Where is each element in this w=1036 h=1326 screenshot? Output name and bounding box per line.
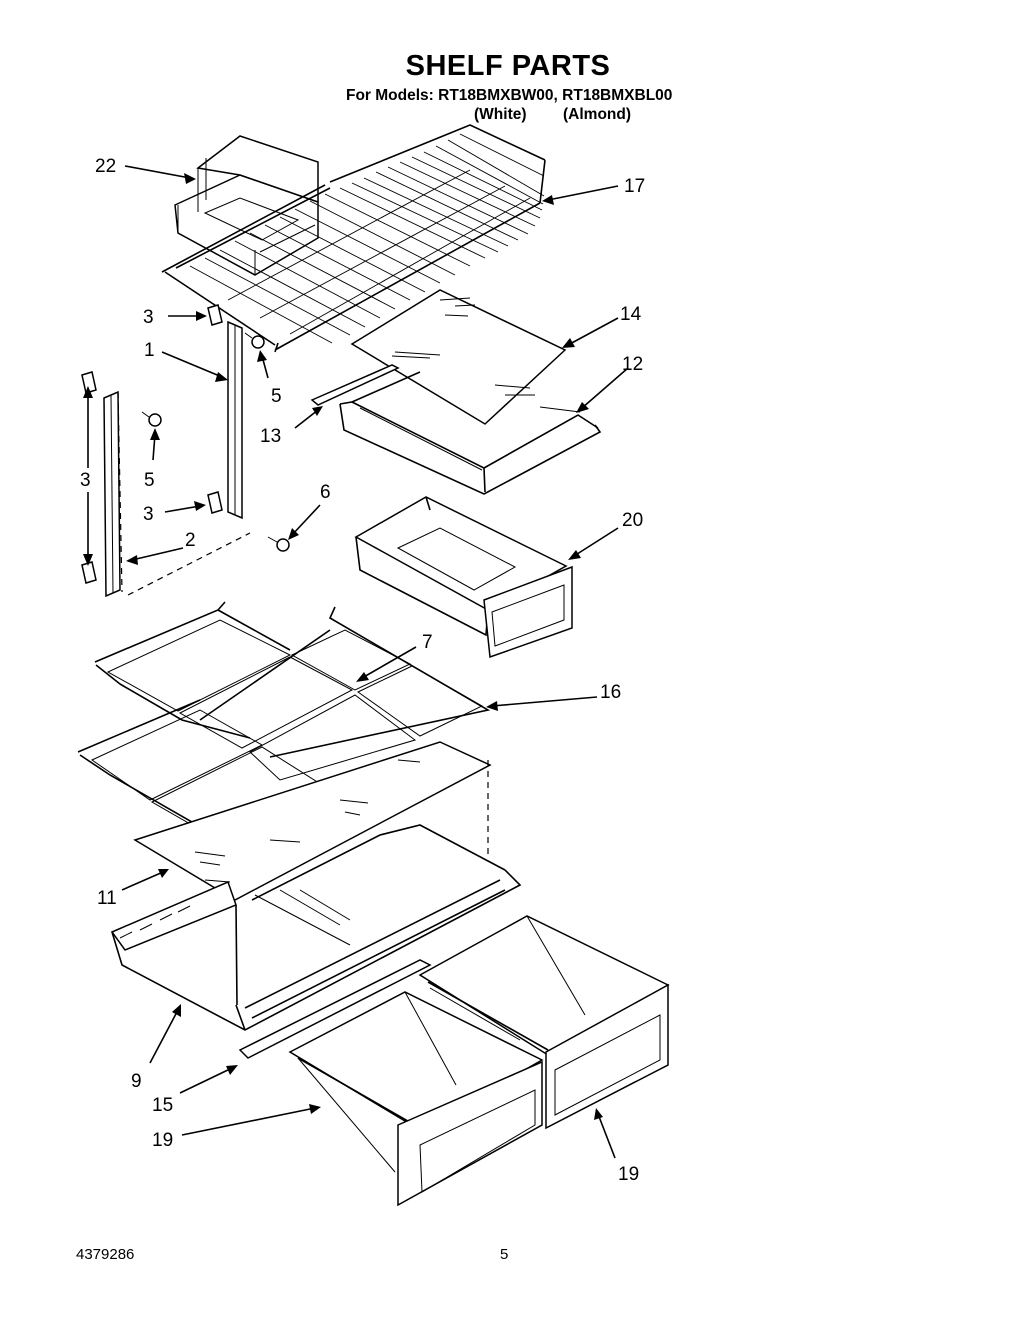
callout-11: 11 <box>97 888 117 909</box>
callout-3-left: 3 <box>80 470 91 491</box>
models-line: For Models: RT18BMXBW00, RT18BMXBL00 <box>346 87 673 104</box>
callout-5-left: 5 <box>144 470 155 491</box>
part-2-shelf-rail-left <box>81 371 123 598</box>
variant-white: (White) <box>474 106 527 123</box>
callout-7: 7 <box>422 632 433 653</box>
callout-14: 14 <box>620 304 642 325</box>
variant-almond: (Almond) <box>563 106 632 123</box>
part-6-screw <box>267 536 290 552</box>
part-19-crisper-drawer-right <box>418 915 670 1130</box>
callout-labels: 22 17 14 12 13 3 1 5 5 3 3 6 2 20 7 16 1… <box>80 156 645 1185</box>
assembly-line <box>127 532 251 596</box>
page-title: SHELF PARTS <box>405 50 611 82</box>
part-19-crisper-drawer-left <box>288 991 544 1207</box>
page-number: 5 <box>500 1246 509 1263</box>
part-11-crisper-cover <box>133 741 492 901</box>
callout-6: 6 <box>320 482 331 503</box>
callout-12: 12 <box>622 354 643 375</box>
part-1-shelf-rail-right <box>207 304 243 520</box>
callout-3-bottom: 3 <box>143 504 154 525</box>
part-14-glass-insert <box>350 289 567 425</box>
callout-2: 2 <box>185 530 196 551</box>
callout-1: 1 <box>144 340 155 361</box>
part-5-screws <box>141 332 265 427</box>
callout-17: 17 <box>624 176 645 197</box>
callout-5-right: 5 <box>271 386 282 407</box>
callout-13: 13 <box>260 426 281 447</box>
part-16-wire-shelf-upper <box>94 601 491 781</box>
part-17-wire-shelf <box>161 124 546 353</box>
part-9-crisper-frame <box>110 824 522 1031</box>
part-15-front-trim <box>238 959 432 1059</box>
callout-3-top: 3 <box>143 307 154 328</box>
callout-22: 22 <box>95 156 116 177</box>
callout-9: 9 <box>131 1071 142 1092</box>
part-20-meat-drawer <box>354 496 573 659</box>
callout-16: 16 <box>600 682 621 703</box>
callout-19-right: 19 <box>618 1164 639 1185</box>
leader-lines <box>83 165 629 1159</box>
callout-19-left: 19 <box>152 1130 173 1151</box>
document-number: 4379286 <box>76 1246 135 1263</box>
callout-20: 20 <box>622 510 643 531</box>
callout-15: 15 <box>152 1095 173 1116</box>
part-12-shelf-frame <box>310 364 602 495</box>
